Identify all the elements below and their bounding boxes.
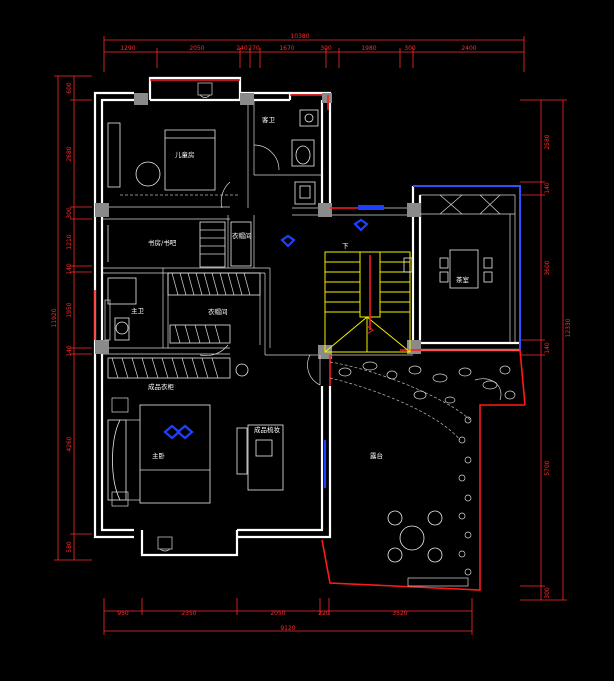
- left-dim-6: 1950: [66, 302, 73, 317]
- tea-room-frame: [413, 185, 521, 350]
- dresser-label: 成品梳妆: [254, 425, 281, 434]
- tea-room-label: 茶室: [456, 275, 470, 284]
- top-total-dimension: 10380: [290, 33, 309, 40]
- cloakroom-label: 衣帽间: [232, 231, 252, 240]
- bottom-balcony: [140, 530, 239, 557]
- top-dim-8: 300: [404, 45, 416, 52]
- bottom-dim-4: 220: [318, 610, 330, 617]
- top-dimensions: 10380 1290 2050 240 270 1670 300 1980 30…: [103, 33, 525, 72]
- left-dim-4: 1210: [66, 234, 73, 249]
- master-bedroom-furniture: [107, 397, 284, 507]
- master-bedroom-label: 主卧: [152, 451, 166, 460]
- wardrobe: [107, 357, 249, 379]
- left-dim-7: 140: [66, 345, 73, 357]
- right-dim-2: 140: [544, 182, 551, 194]
- staircase: [324, 251, 413, 353]
- right-dim-5: 5700: [544, 460, 551, 475]
- walls: [93, 76, 520, 539]
- left-dim-8: 4260: [66, 436, 73, 451]
- master-bath-furniture: [104, 277, 137, 341]
- top-dim-7: 1980: [361, 45, 376, 52]
- left-dim-2: 2680: [66, 146, 73, 161]
- top-dim-5: 1670: [279, 45, 294, 52]
- right-dimensions: 2580 140 3600 140 5700 300 12330: [520, 99, 572, 601]
- left-total-dimension: 11920: [51, 308, 58, 327]
- left-dim-1: 600: [66, 82, 73, 94]
- bottom-dim-3: 2050: [270, 610, 285, 617]
- wardrobe-label: 成品衣柜: [148, 382, 175, 391]
- terrace: [329, 361, 516, 587]
- guest-bath-furniture: [253, 109, 319, 205]
- top-dim-4: 270: [248, 45, 260, 52]
- right-dim-4: 140: [544, 342, 551, 354]
- door-markers: [163, 205, 384, 488]
- master-bath-label: 主卫: [131, 306, 145, 315]
- bottom-dimensions: 950 2350 2050 220 3520 9120: [103, 598, 473, 635]
- terrace-label: 露台: [370, 451, 383, 460]
- children-room-label: 儿童房: [175, 150, 195, 159]
- top-dim-2: 2050: [189, 45, 204, 52]
- left-dimensions: 600 2680 300 1210 140 1950 140 4260 580 …: [51, 75, 92, 561]
- right-total-dimension: 12330: [565, 318, 572, 337]
- right-dim-6: 300: [544, 587, 551, 599]
- left-dim-5: 140: [66, 263, 73, 275]
- tea-room-furniture: [439, 249, 493, 289]
- bottom-dim-2: 2350: [181, 610, 196, 617]
- top-dim-6: 300: [320, 45, 332, 52]
- bottom-total-dimension: 9120: [280, 625, 295, 632]
- walk-in-closet: [167, 272, 261, 345]
- top-balcony: [197, 82, 213, 98]
- top-dim-3: 240: [236, 45, 248, 52]
- walk-in-closet-label: 衣帽间: [208, 307, 228, 316]
- study-area: [107, 221, 252, 268]
- left-dim-3: 300: [66, 207, 73, 219]
- left-dim-9: 580: [66, 541, 73, 553]
- guest-bath-label: 客卫: [262, 115, 276, 124]
- stair-down-label: 下: [342, 242, 349, 250]
- right-dim-1: 2580: [544, 134, 551, 149]
- study-label: 书房/书吧: [148, 238, 177, 247]
- bottom-dim-5: 3520: [392, 610, 407, 617]
- door-swings: [199, 181, 321, 386]
- top-dim-9: 2400: [461, 45, 476, 52]
- top-dim-1: 1290: [120, 45, 135, 52]
- right-dim-3: 3600: [544, 260, 551, 275]
- bottom-dim-1: 950: [117, 610, 129, 617]
- children-room-furniture: [107, 122, 240, 196]
